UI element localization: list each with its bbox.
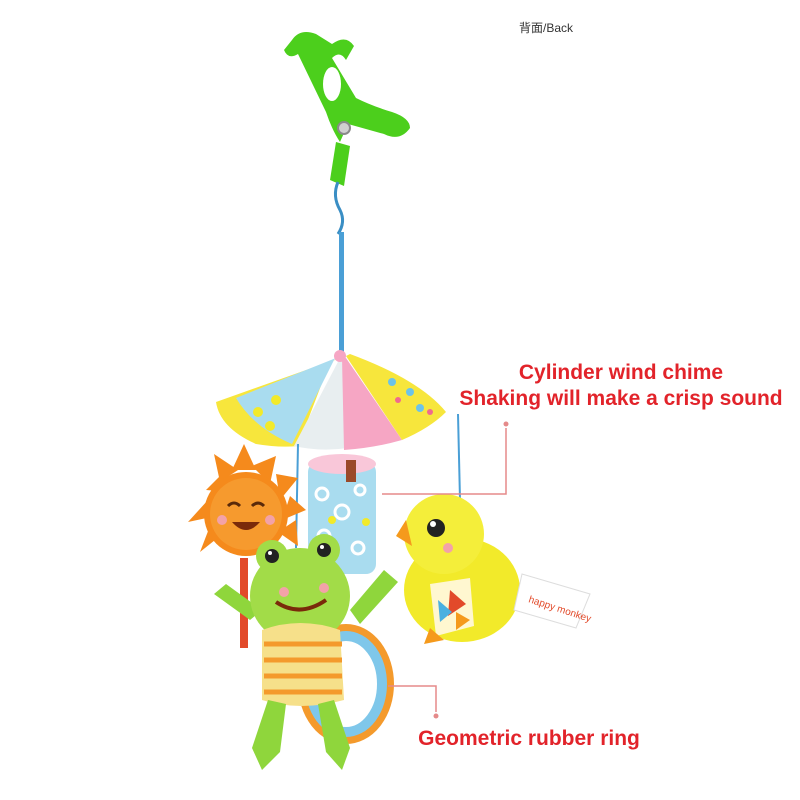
ring-callout: Geometric rubber ring <box>418 727 640 750</box>
umbrella-icon <box>216 350 446 450</box>
strap-icon <box>333 181 345 356</box>
chime-callout-description: Shaking will make a crisp sound <box>459 387 783 410</box>
chime-callout-title: Cylinder wind chime <box>518 361 724 384</box>
sun-plush-icon <box>188 444 306 648</box>
clip-icon <box>284 32 410 186</box>
callout-leader-lines <box>382 421 509 719</box>
duck-brand-tag: happy monkey <box>513 573 592 629</box>
frog-plush-icon <box>214 534 398 770</box>
back-view-label: 背面/Back <box>519 21 574 35</box>
duck-plush-icon: happy monkey <box>396 494 592 644</box>
